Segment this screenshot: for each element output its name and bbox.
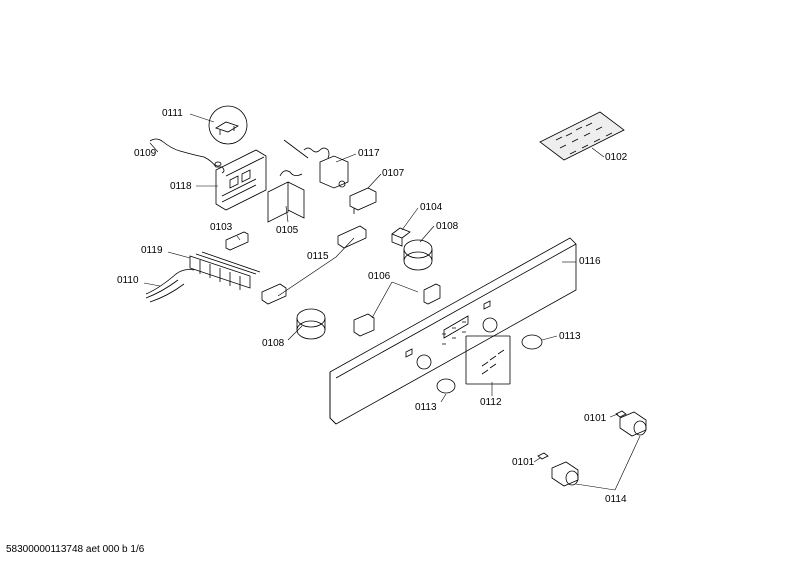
callout-0101-lower: 0101 <box>512 457 535 468</box>
callout-0101-upper: 0101 <box>584 413 607 424</box>
callout-0112: 0112 <box>480 397 502 408</box>
callout-0109: 0109 <box>134 148 157 159</box>
part-0111-screw <box>208 105 248 145</box>
part-0116-control-panel <box>329 237 577 425</box>
callout-0106: 0106 <box>368 271 391 282</box>
part-0118-control-module <box>215 149 267 211</box>
callout-0119: 0119 <box>141 245 163 256</box>
document-id: 58300000113748 aet 000 b 1/6 <box>6 544 145 555</box>
part-0115-clip-a <box>337 225 367 249</box>
part-0119-terminal-block <box>189 251 261 290</box>
callout-0103: 0103 <box>210 222 233 233</box>
part-0115-clip-b <box>261 283 287 305</box>
callout-0110: 0110 <box>117 275 139 286</box>
callout-0113-right: 0113 <box>559 331 581 342</box>
part-0108-shaft-lower <box>296 308 326 340</box>
part-0117-thermostat <box>283 139 349 189</box>
part-0110-harness <box>145 269 195 303</box>
callout-0114: 0114 <box>605 494 627 505</box>
part-0103 <box>225 231 249 251</box>
callout-0117: 0117 <box>358 148 380 159</box>
part-0114-knob-a <box>619 411 647 437</box>
callout-0102: 0102 <box>605 152 628 163</box>
callout-0108-lower: 0108 <box>262 338 285 349</box>
part-0114-knob-b <box>551 461 579 487</box>
part-0101-a <box>615 410 627 418</box>
part-0106-bracket-a <box>423 283 441 305</box>
part-0112-screws <box>465 335 511 385</box>
part-0102-screw-kit <box>539 111 625 161</box>
part-0104-lamp <box>391 227 411 247</box>
part-0109-wire <box>149 138 225 174</box>
callout-0116: 0116 <box>579 256 601 267</box>
part-0108-shaft-upper <box>403 239 433 271</box>
part-0107-clip <box>349 187 377 214</box>
part-0113-ring-a <box>521 334 543 350</box>
callout-0115: 0115 <box>307 251 329 262</box>
part-0101-b <box>537 452 549 460</box>
part-0113-ring-b <box>436 378 456 394</box>
callout-0108-upper: 0108 <box>436 221 459 232</box>
callout-0113-left: 0113 <box>415 402 437 413</box>
part-0106-bracket-b <box>353 313 375 337</box>
callout-0105: 0105 <box>276 225 299 236</box>
leader-lines <box>143 113 641 491</box>
callout-0107: 0107 <box>382 168 405 179</box>
callout-0118: 0118 <box>170 181 192 192</box>
callout-0111: 0111 <box>162 108 183 119</box>
callout-0104: 0104 <box>420 202 443 213</box>
part-0105-bracket <box>267 170 305 223</box>
